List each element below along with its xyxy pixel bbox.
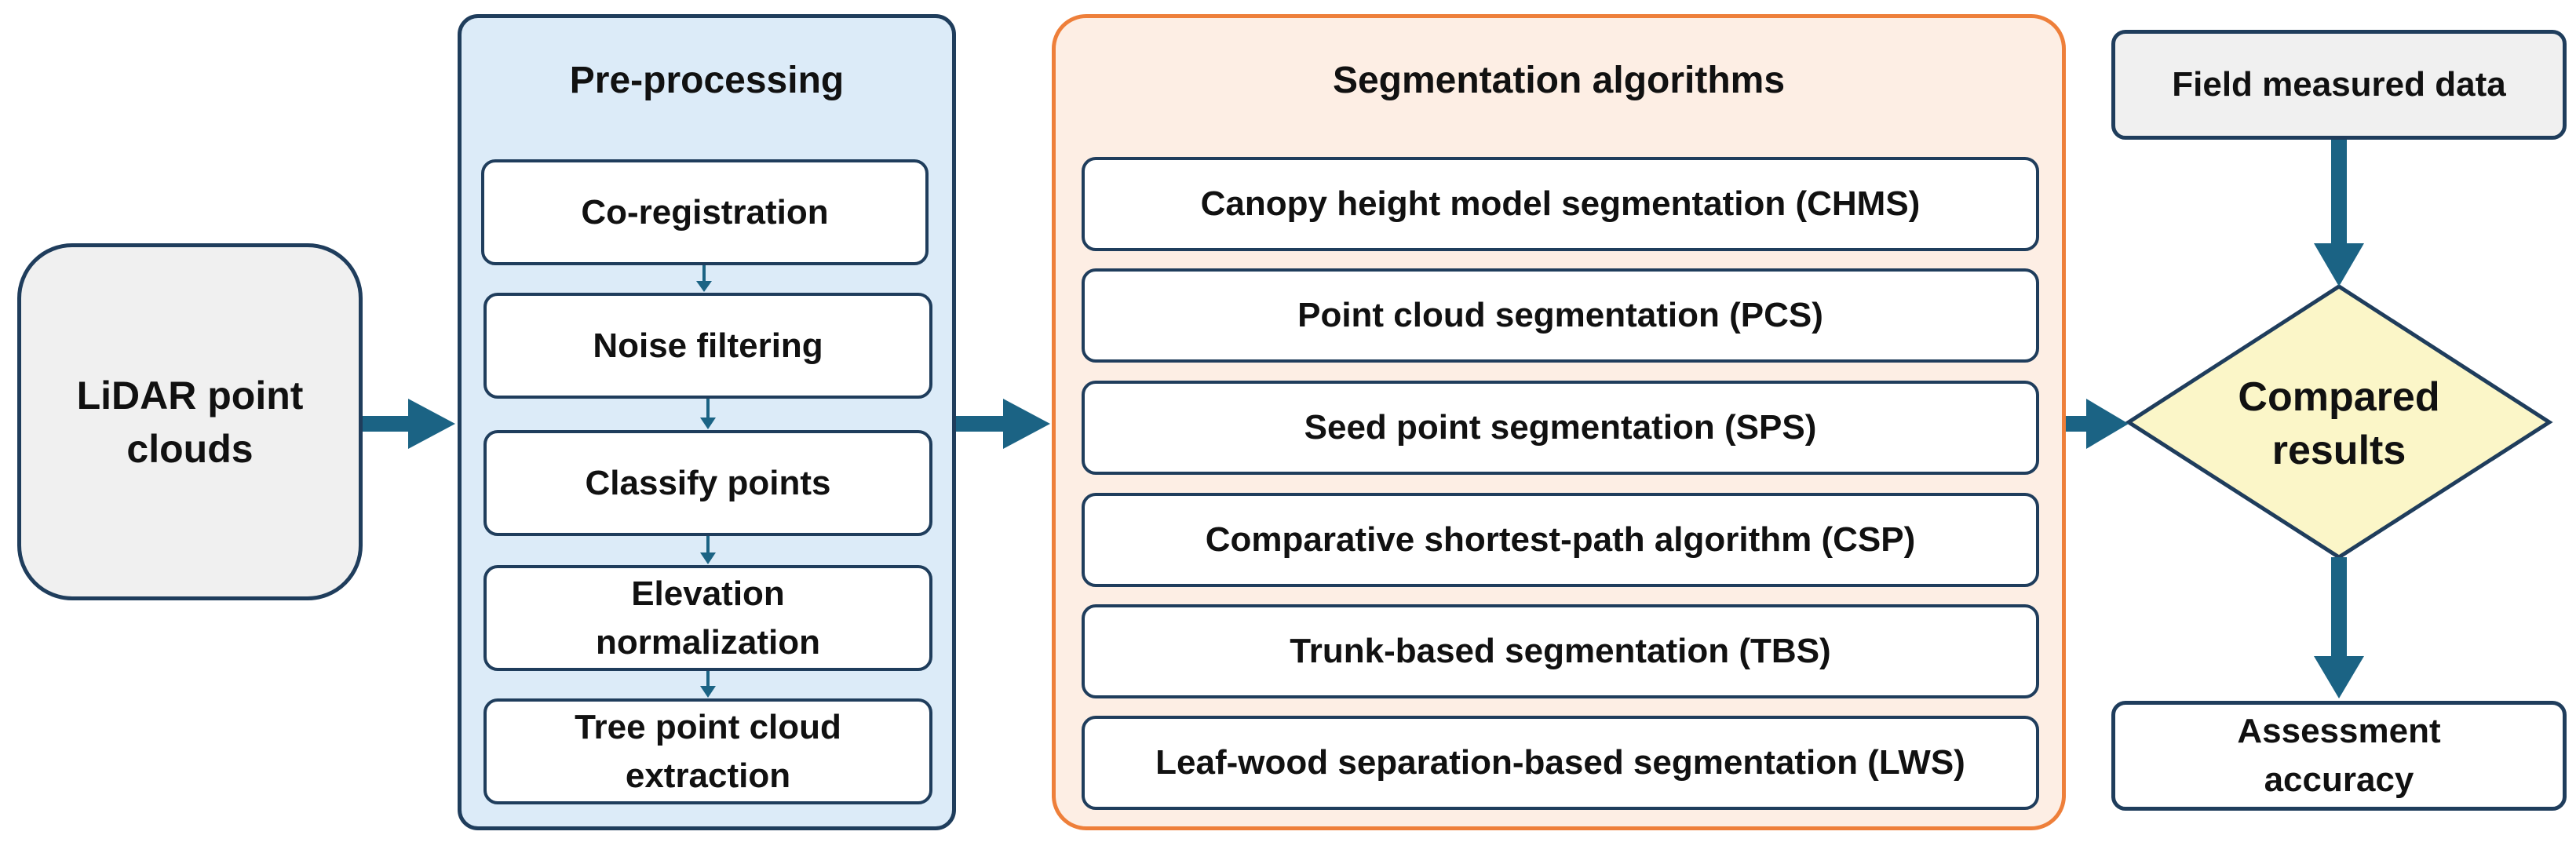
assessment-label: Assessment accuracy (2237, 712, 2441, 799)
arrow-preprocessing-to-segmentation (956, 399, 1050, 449)
preprocessing-title: Pre-processing (569, 60, 845, 101)
segmentation-method: Point cloud segmentation (PCS) (1082, 268, 2039, 363)
assessment-box: Assessment accuracy (2111, 701, 2567, 811)
preprocessing-step: Noise filtering (483, 293, 932, 399)
preprocessing-step: Co-registration (481, 159, 929, 265)
field-data-box: Field measured data (2111, 30, 2567, 140)
segmentation-method: Canopy height model segmentation (CHMS) (1082, 157, 2039, 251)
field-data-label: Field measured data (2172, 65, 2506, 104)
preprocessing-step: Tree point cloud extraction (483, 698, 932, 804)
arrow-field-to-decision (2314, 140, 2364, 286)
segmentation-method: Comparative shortest-path algorithm (CSP… (1082, 493, 2039, 587)
arrow-segmentation-to-decision (2066, 399, 2129, 449)
decision-label: Compared results (2238, 374, 2440, 473)
preprocessing-step: Classify points (483, 430, 932, 536)
segmentation-method: Trunk-based segmentation (TBS) (1082, 604, 2039, 698)
segmentation-method: Seed point segmentation (SPS) (1082, 381, 2039, 475)
arrow-input-to-preprocessing (363, 399, 455, 449)
segmentation-method: Leaf-wood separation-based segmentation … (1082, 716, 2039, 810)
lidar-input-box: LiDAR point clouds (17, 243, 363, 600)
decision-label-box: Compared results (2166, 369, 2512, 479)
arrow-decision-to-assessment (2314, 557, 2364, 698)
lidar-input-label: LiDAR point clouds (76, 373, 304, 471)
preprocessing-step: Elevation normalization (483, 565, 932, 671)
segmentation-title: Segmentation algorithms (1332, 60, 1786, 101)
